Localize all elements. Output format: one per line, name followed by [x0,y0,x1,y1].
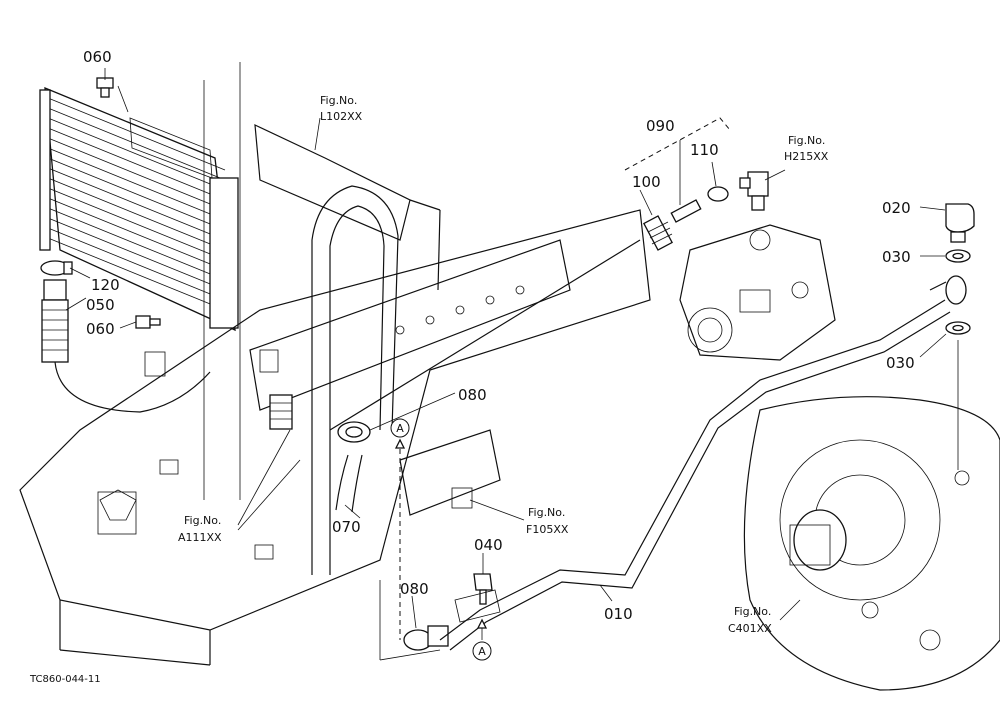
hose-100[interactable] [643,199,702,251]
label-060-lower: 060 [86,320,115,338]
return-hose-assembly-090[interactable] [329,117,731,431]
label-010: 010 [604,605,633,623]
hose-clamp-080-upper[interactable] [337,421,371,443]
cooler-fin [47,97,226,171]
hose-050[interactable] [41,279,211,413]
label-040: 040 [474,536,503,554]
svg-text:A: A [396,422,404,435]
label-060-top: 060 [83,48,112,66]
hose-clamp-110[interactable] [707,186,729,202]
label-070: 070 [332,518,361,536]
label-030-upper: 030 [882,248,911,266]
cooler-fin [47,147,226,221]
label-030-lower: 030 [886,354,915,372]
ref-f105-no[interactable]: F105XX [526,523,569,536]
ref-l102-fig[interactable]: Fig.No. [320,94,357,107]
bolt-040[interactable] [454,573,501,623]
cooler-fin [47,197,226,271]
drawing-code: TC860-044-11 [29,674,101,685]
label-080-upper: 080 [458,386,487,404]
ref-a111-no[interactable]: A111XX [178,531,222,544]
fitting-h215[interactable] [739,171,769,211]
cooler-fin [47,167,226,241]
bolt-060-top[interactable] [96,77,114,98]
ref-c401-fig[interactable]: Fig.No. [734,605,771,618]
label-100: 100 [632,173,661,191]
pipe-010[interactable] [439,299,951,651]
marker-a-bottom: A [472,641,492,661]
cooler-fin [47,117,226,191]
ref-h215-fig[interactable]: Fig.No. [788,134,825,147]
cooler-fin [47,157,226,231]
ref-l102-no[interactable]: L102XX [320,110,363,123]
cooler-fin [47,217,226,291]
cooler-fin [47,187,226,261]
cooler-fin [47,207,226,281]
label-020: 020 [882,199,911,217]
cooler-fin [47,127,226,201]
hose-clamp-080-lower[interactable] [403,625,449,651]
oil-cooler[interactable] [39,86,239,332]
svg-text:A: A [478,645,486,658]
ref-c401-no[interactable]: C401XX [728,622,772,635]
ref-a111-fig[interactable]: Fig.No. [184,514,221,527]
cooler-fin [47,137,226,211]
ref-h215-no[interactable]: H215XX [784,150,829,163]
label-080-lower: 080 [400,580,429,598]
hydraulic-pump [679,224,836,361]
marker-a-top: A [390,418,410,438]
cooler-fin [47,177,226,251]
leader-lines [65,68,947,661]
plug-020[interactable] [945,203,975,243]
banjo-fitting[interactable] [929,275,967,305]
vehicle-frame [19,62,651,666]
cooler-fin [47,107,226,181]
label-090: 090 [646,117,675,135]
washer-030-lower[interactable] [945,321,971,335]
transmission-housing [743,396,1000,691]
label-120: 120 [91,276,120,294]
cooler-fin [47,227,226,301]
hose-clamp-120[interactable] [40,260,73,276]
label-110: 110 [690,141,719,159]
label-050: 050 [86,296,115,314]
washer-030-upper[interactable] [945,249,971,263]
ref-f105-fig[interactable]: Fig.No. [528,506,565,519]
cooler-fin [47,237,226,311]
bolt-060-lower[interactable] [135,315,161,329]
hose-070[interactable] [269,394,363,513]
